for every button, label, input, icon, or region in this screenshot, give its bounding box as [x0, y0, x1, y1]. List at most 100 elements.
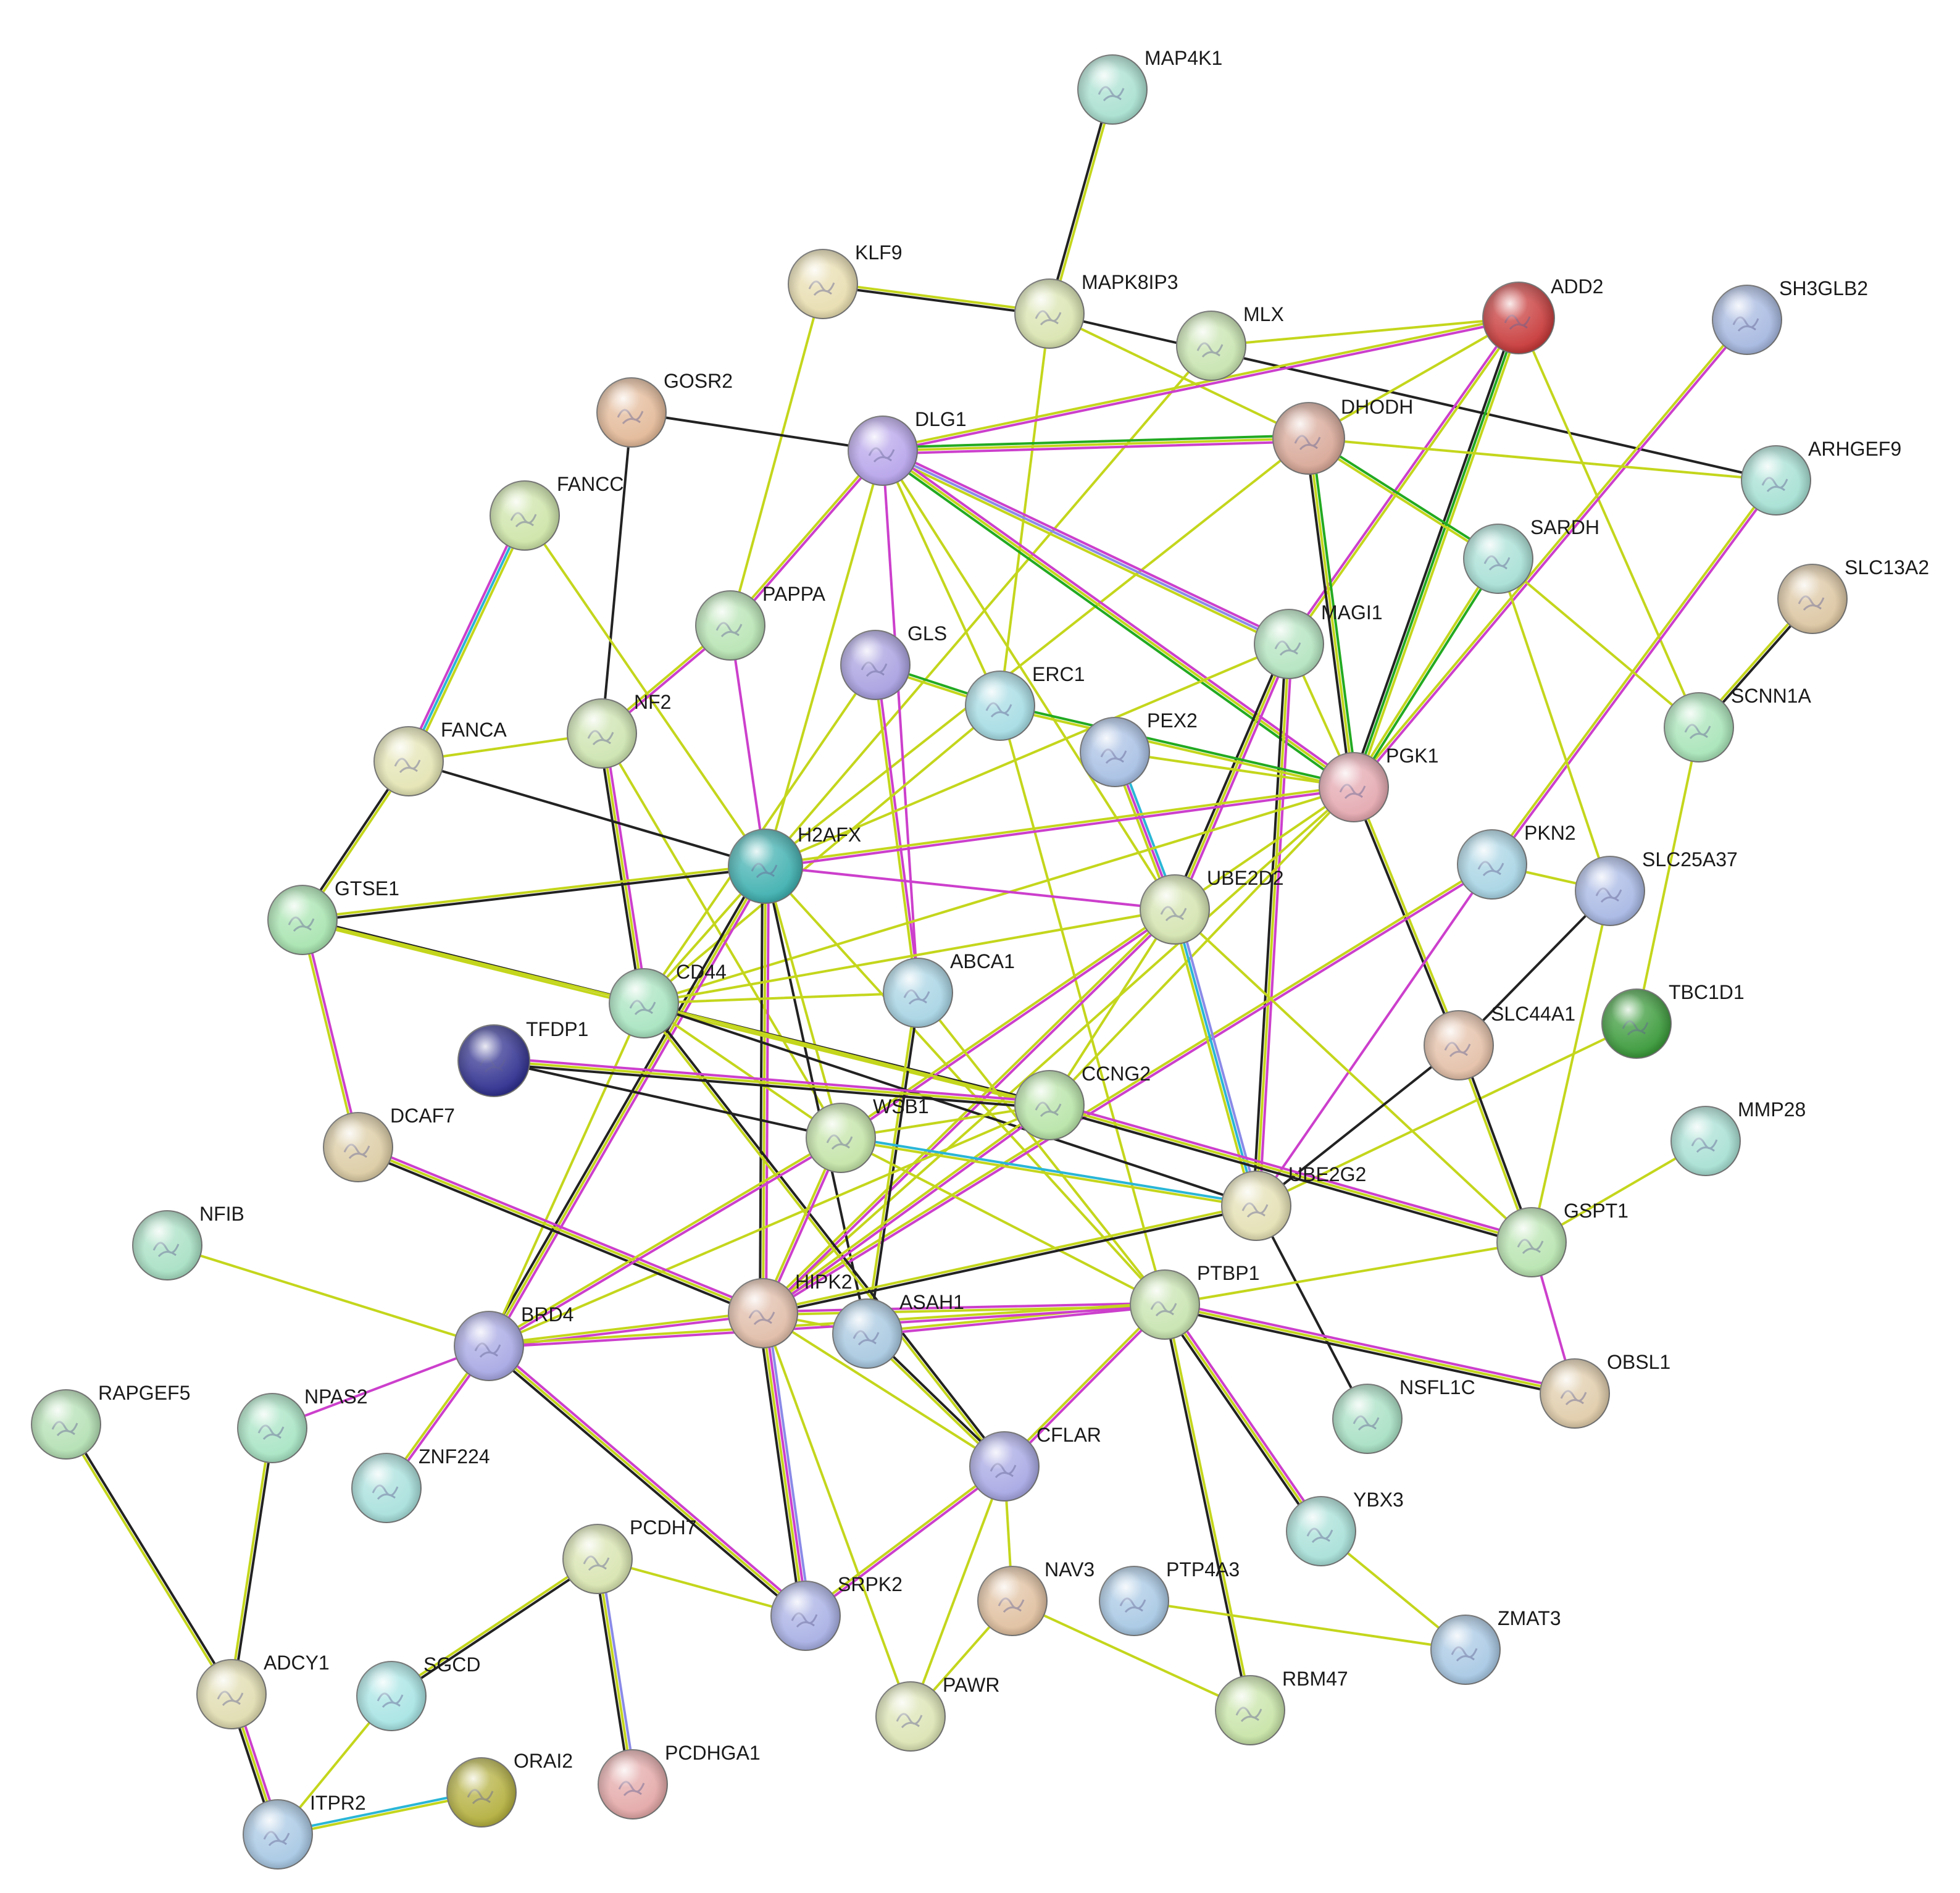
node-sgcd[interactable]: SGCD: [356, 1653, 480, 1731]
node-tfdp1[interactable]: TFDP1: [457, 1018, 588, 1097]
node-arhgef9[interactable]: ARHGEF9: [1741, 438, 1901, 516]
node-gloss: [806, 1103, 875, 1172]
node-gloss: [238, 1394, 307, 1463]
node-slc13a2[interactable]: SLC13A2: [1777, 556, 1929, 634]
node-brd4[interactable]: BRD4: [454, 1303, 573, 1381]
node-pcdh7[interactable]: PCDH7: [562, 1516, 696, 1594]
node-fancc[interactable]: FANCC: [490, 473, 623, 551]
node-srpk2[interactable]: SRPK2: [770, 1573, 903, 1651]
edge-line-coexpression: [643, 1002, 1257, 1207]
node-ptp4a3[interactable]: PTP4A3: [1099, 1558, 1240, 1636]
edge-magi1-ube2d2: [1170, 641, 1293, 912]
node-sh3glb2[interactable]: SH3GLB2: [1712, 277, 1868, 355]
edge-dhodh-pgk1: [1304, 437, 1358, 789]
node-asah1[interactable]: ASAH1: [832, 1291, 964, 1369]
node-gspt1[interactable]: GSPT1: [1496, 1200, 1628, 1277]
node-ube2g2[interactable]: UBE2G2: [1221, 1163, 1366, 1241]
node-ube2d2[interactable]: UBE2D2: [1140, 867, 1284, 945]
node-erc1[interactable]: ERC1: [965, 663, 1085, 741]
node-label: GTSE1: [335, 877, 399, 900]
edge-dhodh-h2afx: [764, 437, 1310, 867]
node-rapgef5[interactable]: RAPGEF5: [31, 1382, 190, 1460]
node-label: KLF9: [855, 241, 902, 264]
node-label: NF2: [634, 691, 671, 713]
node-dhodh[interactable]: DHODH: [1272, 396, 1413, 475]
node-dlg1[interactable]: DLG1: [848, 408, 967, 486]
node-gloss: [1483, 282, 1554, 354]
edge-line-textmining: [1048, 786, 1355, 1106]
node-obsl1[interactable]: OBSL1: [1540, 1351, 1670, 1429]
node-ybx3[interactable]: YBX3: [1286, 1489, 1404, 1566]
node-label: MLX: [1243, 303, 1284, 325]
node-nsfl1c[interactable]: NSFL1C: [1332, 1376, 1475, 1454]
node-sardh[interactable]: SARDH: [1463, 516, 1599, 594]
node-nav3[interactable]: NAV3: [977, 1558, 1095, 1636]
node-nf2[interactable]: NF2: [567, 691, 671, 769]
node-ptbp1[interactable]: PTBP1: [1130, 1262, 1259, 1340]
node-label: FANCA: [441, 719, 507, 741]
edge-line-textmining: [1497, 558, 1700, 729]
node-abca1[interactable]: ABCA1: [883, 950, 1015, 1028]
edge-line-textmining: [762, 865, 767, 1314]
node-h2afx[interactable]: H2AFX: [728, 824, 861, 904]
edge-line-textmining: [301, 919, 645, 1005]
node-mlx[interactable]: MLX: [1176, 303, 1284, 381]
node-label: MAGI1: [1321, 601, 1383, 624]
node-dcaf7[interactable]: DCAF7: [323, 1105, 455, 1182]
node-cflar[interactable]: CFLAR: [969, 1424, 1101, 1502]
edge-line-experiments: [488, 1305, 1167, 1349]
edge-rapgef5-adcy1: [63, 1422, 235, 1697]
node-tbc1d1[interactable]: TBC1D1: [1601, 981, 1745, 1059]
node-pex2[interactable]: PEX2: [1080, 709, 1198, 787]
node-gloss: [1778, 564, 1847, 633]
node-hipk2[interactable]: HIPK2: [728, 1271, 852, 1348]
node-magi1[interactable]: MAGI1: [1254, 601, 1383, 679]
node-pawr[interactable]: PAWR: [875, 1674, 999, 1752]
node-nfib[interactable]: NFIB: [132, 1203, 244, 1281]
edge-dhodh-arhgef9: [1307, 437, 1777, 482]
edge-line-textmining: [493, 1059, 1051, 1106]
node-rbm47[interactable]: RBM47: [1215, 1668, 1348, 1745]
node-label: NPAS2: [304, 1385, 368, 1408]
node-mmp28[interactable]: MMP28: [1670, 1098, 1806, 1176]
edge-hipk2-srpk2: [757, 1311, 812, 1618]
edge-line-coexpression: [1162, 1303, 1250, 1712]
node-klf9[interactable]: KLF9: [788, 241, 902, 319]
node-mapk8ip3[interactable]: MAPK8IP3: [1014, 271, 1178, 349]
node-adcy1[interactable]: ADCY1: [196, 1652, 330, 1729]
edge-line-textmining: [1210, 317, 1520, 347]
node-gloss: [833, 1299, 902, 1368]
node-npas2[interactable]: NPAS2: [237, 1385, 368, 1463]
edge-sh3glb2-pgk1: [1351, 317, 1749, 790]
node-gtse1[interactable]: GTSE1: [267, 877, 399, 955]
edge-line-textmining: [803, 1464, 1005, 1616]
node-slc44a1[interactable]: SLC44A1: [1424, 1003, 1575, 1080]
node-pkn2[interactable]: PKN2: [1457, 822, 1576, 900]
node-gosr2[interactable]: GOSR2: [596, 370, 733, 448]
node-fanca[interactable]: FANCA: [373, 719, 507, 796]
node-label: MMP28: [1738, 1098, 1806, 1121]
node-cd44[interactable]: CD44: [609, 961, 727, 1038]
node-label: WSB1: [873, 1095, 929, 1118]
node-pcdhga1[interactable]: PCDHGA1: [598, 1742, 761, 1820]
node-add2[interactable]: ADD2: [1482, 275, 1603, 354]
node-gls[interactable]: GLS: [840, 622, 947, 700]
node-slc25a37[interactable]: SLC25A37: [1575, 848, 1738, 926]
node-wsb1[interactable]: WSB1: [806, 1095, 929, 1173]
node-gloss: [1671, 1106, 1740, 1176]
edge-line-textmining: [839, 1138, 1257, 1209]
node-pappa[interactable]: PAPPA: [695, 583, 826, 661]
node-gloss: [1015, 1071, 1084, 1140]
node-zmat3[interactable]: ZMAT3: [1430, 1607, 1561, 1685]
node-orai2[interactable]: ORAI2: [446, 1750, 573, 1828]
node-itpr2[interactable]: ITPR2: [243, 1792, 366, 1870]
node-znf224[interactable]: ZNF224: [351, 1445, 490, 1523]
node-pgk1[interactable]: PGK1: [1319, 745, 1438, 822]
node-map4k1[interactable]: MAP4K1: [1077, 47, 1222, 125]
edge-cd44-ube2g2: [643, 1002, 1257, 1207]
edge-line-textmining: [643, 992, 919, 1005]
node-gloss: [490, 481, 559, 550]
node-scnn1a[interactable]: SCNN1A: [1664, 685, 1811, 763]
node-ccng2[interactable]: CCNG2: [1014, 1063, 1151, 1140]
edge-line-textmining: [872, 664, 918, 995]
